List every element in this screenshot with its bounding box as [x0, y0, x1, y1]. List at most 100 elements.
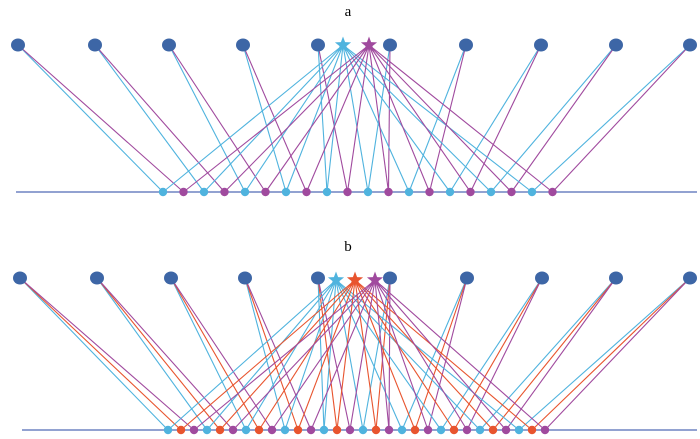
source-link	[492, 277, 617, 431]
receiver-dot	[228, 425, 238, 435]
star-link	[374, 279, 546, 431]
star-marker	[346, 271, 364, 287]
receiver-dot	[319, 425, 329, 435]
source-link	[170, 277, 273, 431]
receiver-dot	[466, 187, 475, 197]
star-link	[354, 279, 533, 431]
receiver-dot	[363, 187, 373, 197]
star-link	[374, 279, 468, 431]
star-link	[354, 279, 416, 431]
source-node	[11, 38, 25, 52]
source-link	[466, 277, 543, 431]
source-link	[94, 44, 205, 193]
star-link	[258, 279, 356, 431]
star-link	[193, 279, 376, 431]
source-node	[162, 38, 176, 52]
star-link	[167, 279, 337, 431]
receiver-dot	[199, 187, 209, 197]
star-link	[162, 44, 344, 193]
source-link	[387, 44, 391, 193]
receiver-dot	[501, 425, 511, 435]
star-link	[219, 279, 356, 431]
source-link	[505, 277, 617, 431]
source-link	[518, 277, 691, 431]
source-node	[236, 38, 250, 52]
source-link	[170, 277, 260, 431]
source-link	[19, 277, 169, 431]
source-node	[88, 38, 102, 52]
receiver-dot	[267, 425, 277, 435]
receiver-dot	[540, 425, 550, 435]
receiver-dot	[332, 425, 342, 435]
receiver-dot	[254, 425, 264, 435]
source-node	[311, 38, 325, 52]
source-node	[535, 271, 549, 285]
star-link	[374, 279, 507, 431]
star-link	[368, 44, 471, 193]
receiver-dot	[514, 425, 524, 435]
receiver-dot	[215, 425, 225, 435]
source-node	[164, 271, 178, 285]
star-link	[335, 279, 403, 431]
source-link	[511, 44, 617, 193]
receiver-dot	[436, 425, 446, 435]
star-link	[342, 44, 492, 193]
star-link	[305, 44, 370, 193]
receiver-dot	[261, 187, 270, 197]
source-link	[470, 44, 542, 193]
star-marker	[327, 271, 345, 287]
receiver-dot	[527, 187, 537, 197]
source-link	[94, 44, 225, 193]
source-link	[244, 277, 286, 431]
source-node	[383, 271, 397, 285]
receiver-dot	[527, 425, 537, 435]
source-link	[552, 44, 691, 193]
star-link	[271, 279, 376, 431]
receiver-dot	[240, 187, 250, 197]
star-link	[349, 279, 376, 431]
star-link	[346, 44, 370, 193]
source-node	[311, 271, 325, 285]
receiver-dot	[281, 187, 291, 197]
star-marker	[334, 36, 352, 52]
source-link	[544, 277, 691, 431]
star-link	[335, 279, 520, 431]
star-link	[368, 44, 553, 193]
star-link	[368, 44, 390, 193]
receiver-dot	[449, 425, 459, 435]
source-link	[440, 277, 543, 431]
receiver-dot	[293, 425, 303, 435]
star-link	[285, 44, 344, 193]
star-link	[342, 44, 410, 193]
receiver-dot	[423, 425, 433, 435]
source-link	[317, 277, 351, 431]
source-link	[479, 277, 617, 431]
source-node	[683, 38, 697, 52]
receiver-dot	[202, 425, 212, 435]
source-link	[19, 277, 195, 431]
receiver-dot	[179, 187, 188, 197]
receiver-dot	[410, 425, 420, 435]
receiver-dot	[462, 425, 472, 435]
star-link	[374, 279, 429, 431]
star-link	[323, 279, 337, 431]
receiver-dot	[280, 425, 290, 435]
star-link	[245, 279, 337, 431]
panel-a-label: a	[345, 4, 352, 20]
star-link	[180, 279, 356, 431]
source-link	[531, 277, 691, 431]
receiver-dot	[358, 425, 368, 435]
source-link	[19, 277, 182, 431]
source-node	[609, 38, 623, 52]
receiver-dot	[241, 425, 251, 435]
source-link	[317, 277, 338, 431]
panel-b-label: b	[344, 239, 352, 255]
receiver-dot	[384, 425, 394, 435]
source-node	[238, 271, 252, 285]
receiver-dot	[425, 187, 434, 197]
source-link	[375, 277, 391, 431]
star-link	[354, 279, 494, 431]
receiver-dot	[486, 187, 496, 197]
source-link	[168, 44, 266, 193]
receiver-dot	[445, 187, 455, 197]
